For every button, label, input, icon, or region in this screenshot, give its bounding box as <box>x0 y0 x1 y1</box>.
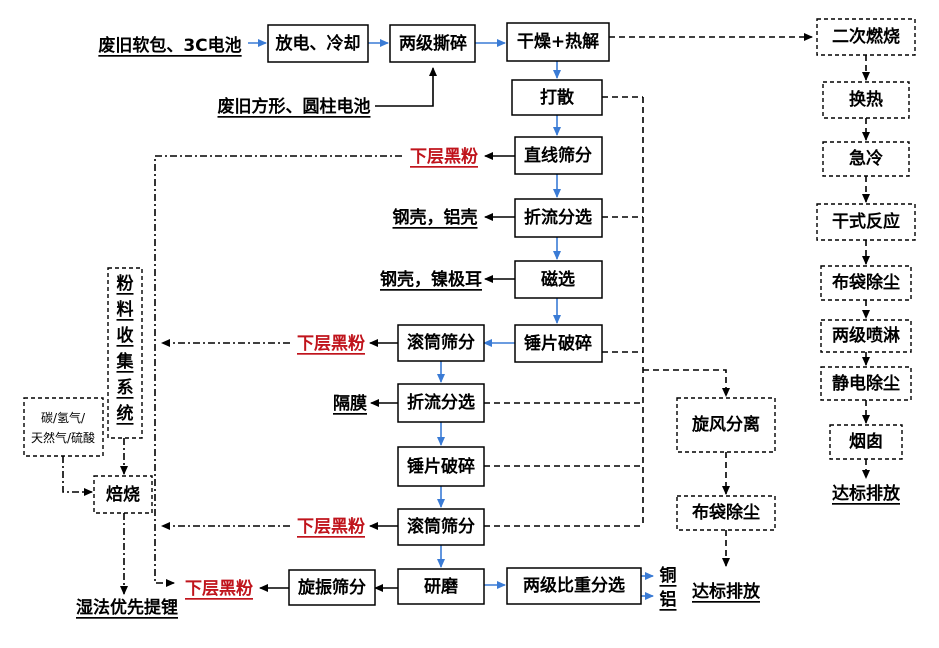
hammer-2-label: 锤片破碎 <box>407 456 475 477</box>
combustion-box <box>816 18 916 56</box>
output-steel-al-shell: 钢壳，铝壳 <box>393 207 478 228</box>
collection-char-3: 收 <box>117 325 134 346</box>
free-labels: 废旧软包、3C电池 废旧方形、圆柱电池 钢壳，铝壳 钢壳，镍极耳 隔膜 铜 铝 … <box>76 35 901 618</box>
emission-gas: 达标排放 <box>832 483 901 504</box>
disperse-box <box>511 79 603 116</box>
electrostatic-box <box>820 366 912 401</box>
shred-label: 两级撕碎 <box>399 33 467 54</box>
drum-1-box <box>397 324 485 362</box>
grinding-label: 研磨 <box>424 576 459 597</box>
process-boxes <box>267 22 642 606</box>
combustion-label: 二次燃烧 <box>832 26 900 47</box>
dash-collector-to-cyclone <box>643 369 730 397</box>
reagents-line-1: 碳/氢气/ <box>41 410 86 425</box>
pyrolysis-box <box>506 22 610 62</box>
hammer-1-label: 锤片破碎 <box>524 333 592 354</box>
bag-dust-2-box <box>676 495 776 531</box>
bag-dust-1-box <box>820 265 912 301</box>
quench-label: 急冷 <box>849 148 883 169</box>
bag-dust-1-label: 布袋除尘 <box>832 272 900 293</box>
roasting-label: 焙烧 <box>106 484 140 505</box>
magnetic-label: 磁选 <box>541 269 575 290</box>
dry-reaction-box <box>816 203 916 241</box>
electrostatic-label: 静电除尘 <box>832 373 900 394</box>
hammer-2-box <box>397 446 485 487</box>
cyclone-label: 旋风分离 <box>691 414 760 435</box>
collection-char-2: 料 <box>117 299 134 320</box>
magnetic-box <box>514 260 603 299</box>
dashed-boxes <box>23 18 916 531</box>
collection-char-5: 系 <box>117 378 134 398</box>
reagents-label: 碳/氢气/ 天然气/硫酸 <box>31 410 95 445</box>
source-prismatic: 废旧方形、圆柱电池 <box>218 96 371 117</box>
reagents-box <box>23 397 104 457</box>
dry-reaction-label: 干式反应 <box>832 211 900 232</box>
heat-exchange-box <box>822 81 910 119</box>
pyrolysis-label: 干燥+热解 <box>517 31 599 52</box>
black-powder-1: 下层黑粉 <box>410 146 478 167</box>
drum-1-label: 滚筒筛分 <box>407 332 475 353</box>
spray-label: 两级喷淋 <box>832 325 900 346</box>
output-separator: 隔膜 <box>333 393 367 414</box>
output-copper: 铜 <box>660 565 677 586</box>
wet-lithium-label: 湿法优先提锂 <box>76 597 178 618</box>
shred-box <box>389 24 476 63</box>
bag-dust-2-label: 布袋除尘 <box>692 502 760 523</box>
linear-screen-label: 直线筛分 <box>524 145 592 166</box>
quench-box <box>822 141 910 177</box>
deflect-2-label: 折流分选 <box>407 392 475 413</box>
black-powder-4: 下层黑粉 <box>185 578 253 599</box>
cyclone-box <box>676 397 776 453</box>
source-soft-pack: 废旧软包、3C电池 <box>98 35 241 56</box>
drum-2-label: 滚筒筛分 <box>407 516 475 537</box>
vibro-box <box>288 569 376 606</box>
gravity-label: 两级比重分选 <box>523 575 625 596</box>
dashdot-powder-1-to-collection <box>154 155 402 587</box>
linear-screen-box <box>514 136 603 175</box>
output-aluminum: 铝 <box>660 589 677 610</box>
output-steel-ni-tab: 钢壳，镍极耳 <box>380 269 482 290</box>
gravity-box <box>506 567 642 605</box>
chimney-label: 烟囱 <box>849 431 883 452</box>
deflect-1-label: 折流分选 <box>524 207 592 228</box>
deflect-1-box <box>514 198 603 238</box>
grinding-box <box>397 568 485 605</box>
drum-2-box <box>397 508 485 546</box>
collection-char-1: 粉 <box>117 273 134 294</box>
disperse-label: 打散 <box>540 87 575 108</box>
vibro-label: 旋振筛分 <box>297 577 366 598</box>
collection-system-label: 粉 料 收 集 系 统 <box>116 273 135 424</box>
heat-exchange-label: 换热 <box>849 89 883 110</box>
dashdot-reagents-to-roasting <box>62 456 93 496</box>
spray-box <box>820 319 912 353</box>
deflect-2-box <box>397 383 485 423</box>
connectors <box>62 33 870 600</box>
box-labels: 放电、冷却 两级撕碎 干燥+热解 打散 直线筛分 折流分选 磁选 锤片破碎 滚筒… <box>106 26 900 598</box>
roasting-box <box>93 475 153 514</box>
black-powder-2: 下层黑粉 <box>297 333 365 354</box>
discharge-box <box>267 24 369 63</box>
black-powder-labels: 下层黑粉 下层黑粉 下层黑粉 下层黑粉 <box>185 146 478 599</box>
discharge-label: 放电、冷却 <box>275 33 361 54</box>
black-powder-3: 下层黑粉 <box>297 516 365 537</box>
reagents-line-2: 天然气/硫酸 <box>31 430 95 445</box>
chimney-box <box>829 424 903 460</box>
emission-dust: 达标排放 <box>692 581 761 602</box>
hammer-1-box <box>514 324 603 363</box>
arrow-prismatic-to-shred <box>375 67 437 107</box>
collection-char-4: 集 <box>116 351 135 372</box>
collection-char-6: 统 <box>117 403 134 424</box>
collection-system-box <box>107 267 143 439</box>
